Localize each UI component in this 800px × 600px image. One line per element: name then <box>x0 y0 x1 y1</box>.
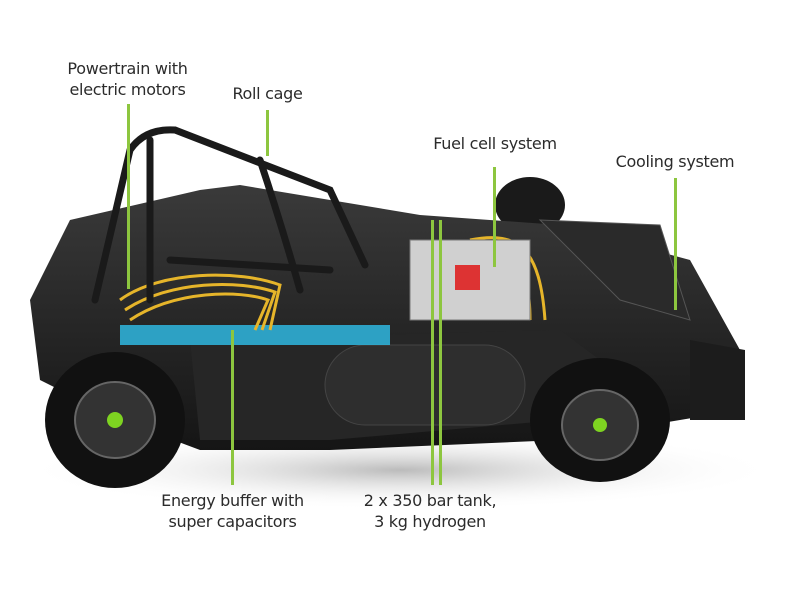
label-cooling: Cooling system <box>605 151 745 172</box>
label-line: Cooling system <box>615 152 735 171</box>
rear-right-wheel <box>495 177 565 233</box>
cooling-panel <box>538 219 691 321</box>
super-capacitors <box>120 325 390 345</box>
rear-left-wheel <box>45 352 185 488</box>
fuel-cell-leader <box>493 167 496 267</box>
fuel-cell-valve <box>455 265 480 290</box>
label-line: 2 x 350 bar tank, <box>363 491 497 510</box>
cooling-leader <box>674 178 677 310</box>
label-line: Energy buffer with <box>161 491 304 510</box>
tank-leader <box>431 220 434 485</box>
label-powertrain: Powertrain with electric motors <box>55 58 200 100</box>
label-line: Roll cage <box>232 84 303 103</box>
hydrogen-tank <box>324 344 526 426</box>
label-fuel-cell: Fuel cell system <box>425 133 565 154</box>
label-line: Fuel cell system <box>433 134 557 153</box>
roll-cage <box>91 126 369 304</box>
label-line: super capacitors <box>168 512 297 531</box>
label-line: 3 kg hydrogen <box>374 512 486 531</box>
label-energy-buffer: Energy buffer with super capacitors <box>150 490 315 532</box>
label-tank: 2 x 350 bar tank, 3 kg hydrogen <box>355 490 505 532</box>
front-wing <box>690 340 745 420</box>
tank-leader-2 <box>439 220 442 485</box>
powertrain-leader <box>127 104 130 289</box>
roll-cage-leader <box>266 110 269 156</box>
energy-buffer-leader <box>231 330 234 485</box>
label-line: electric motors <box>69 80 186 99</box>
label-roll-cage: Roll cage <box>215 83 320 104</box>
front-left-wheel <box>530 358 670 482</box>
label-line: Powertrain with <box>67 59 188 78</box>
